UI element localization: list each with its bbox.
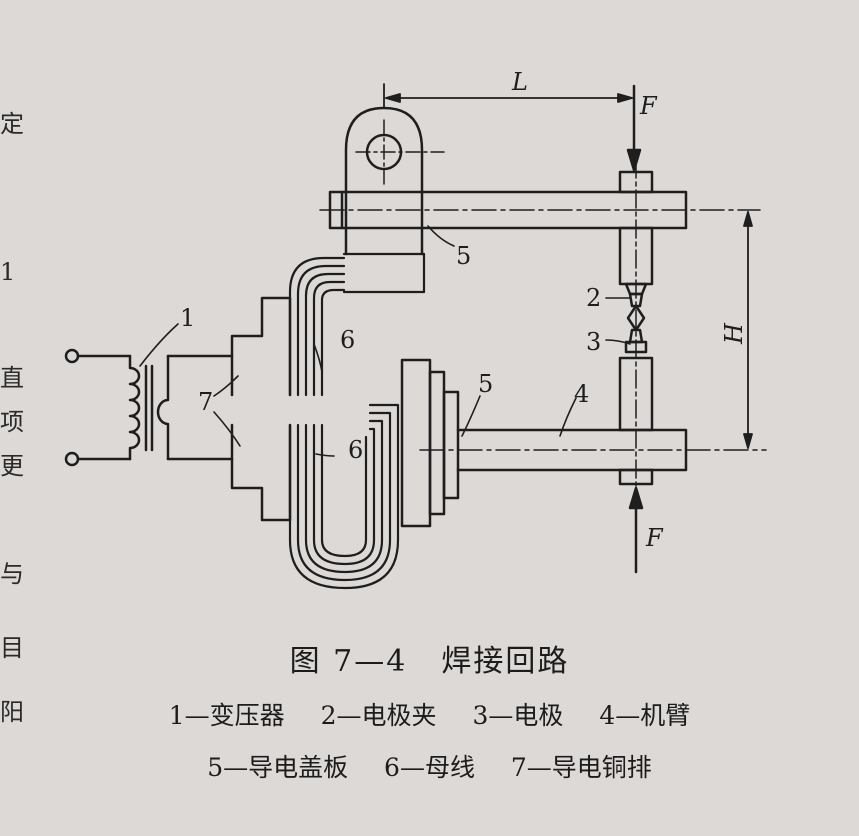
label-7-upper: 7 [198,388,213,416]
label-6-lower: 6 [348,436,363,464]
edge-char: 目 [0,634,24,662]
dimension-h [743,211,753,449]
legend-row-1: 1—变压器 2—电极夹 3—电极 4—机臂 [0,696,859,732]
label-5-upper: 5 [456,242,471,270]
label-f-top: F [639,92,658,120]
copper-bar-lower [230,423,292,522]
lower-arm [400,358,767,528]
legend-item-copper-bar: 7—导电铜排 [510,753,652,782]
legend-item-bus-bar: 6—母线 [384,753,475,782]
dimension-l [383,83,633,109]
copper-bar-upper [230,296,292,397]
figure-caption: 图 7—4 焊接回路 [0,636,859,680]
bus-bar-upper [288,252,426,397]
label-f-bottom: F [645,524,664,552]
edge-char: 与 [0,560,24,588]
label-h: H [720,322,748,345]
leader-lines [139,225,631,457]
label-3: 3 [586,328,601,356]
edge-char: 1 [0,258,16,286]
edge-char: 更 [0,452,24,480]
edge-char: 直 [0,364,24,392]
legend-item-cover-plate: 5—导电盖板 [207,753,349,782]
electrodes [624,292,648,354]
edge-char: 项 [0,408,24,436]
label-2: 2 [586,284,601,312]
transformer [64,348,234,467]
force-arrow-bottom [628,486,644,574]
label-1: 1 [180,304,195,332]
label-4: 4 [574,380,589,408]
force-arrow-top [626,84,642,172]
bus-bar-lower [288,403,400,590]
legend-row-2: 5—导电盖板 6—母线 7—导电铜排 [0,748,859,784]
legend-item-electrode: 3—电极 [472,701,564,730]
label-6-upper: 6 [340,326,355,354]
lower-electrode-holder [618,159,654,497]
legend-item-arm: 4—机臂 [599,701,691,730]
diagram-labels: L F F H 1 5 2 3 6 7 6 5 4 [180,68,748,552]
legend-item-electrode-holder: 2—电极夹 [320,701,437,730]
label-l: L [511,68,528,96]
edge-char: 定 [0,110,24,138]
figure-number: 图 7—4 [289,644,408,679]
upper-arm [319,106,761,256]
label-5-lower: 5 [478,370,493,398]
figure-title: 焊接回路 [441,644,570,679]
edge-char: 阳 [0,698,24,726]
legend-item-transformer: 1—变压器 [168,701,285,730]
